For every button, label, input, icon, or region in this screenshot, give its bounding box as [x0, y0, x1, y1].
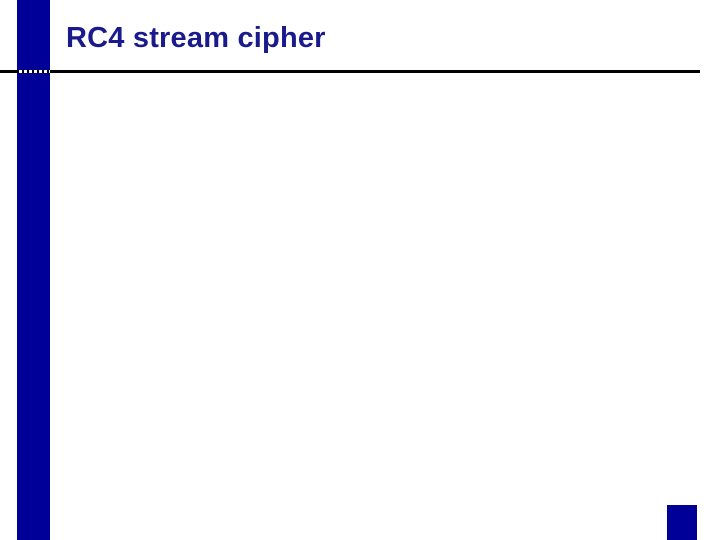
- slide-title: RC4 stream cipher: [66, 22, 326, 54]
- stitched-dashes-decoration: [19, 70, 50, 73]
- slide-content-body: [60, 86, 670, 486]
- corner-accent-square: [667, 505, 697, 540]
- title-underline-rule: [0, 70, 700, 73]
- left-accent-bar: [17, 0, 50, 540]
